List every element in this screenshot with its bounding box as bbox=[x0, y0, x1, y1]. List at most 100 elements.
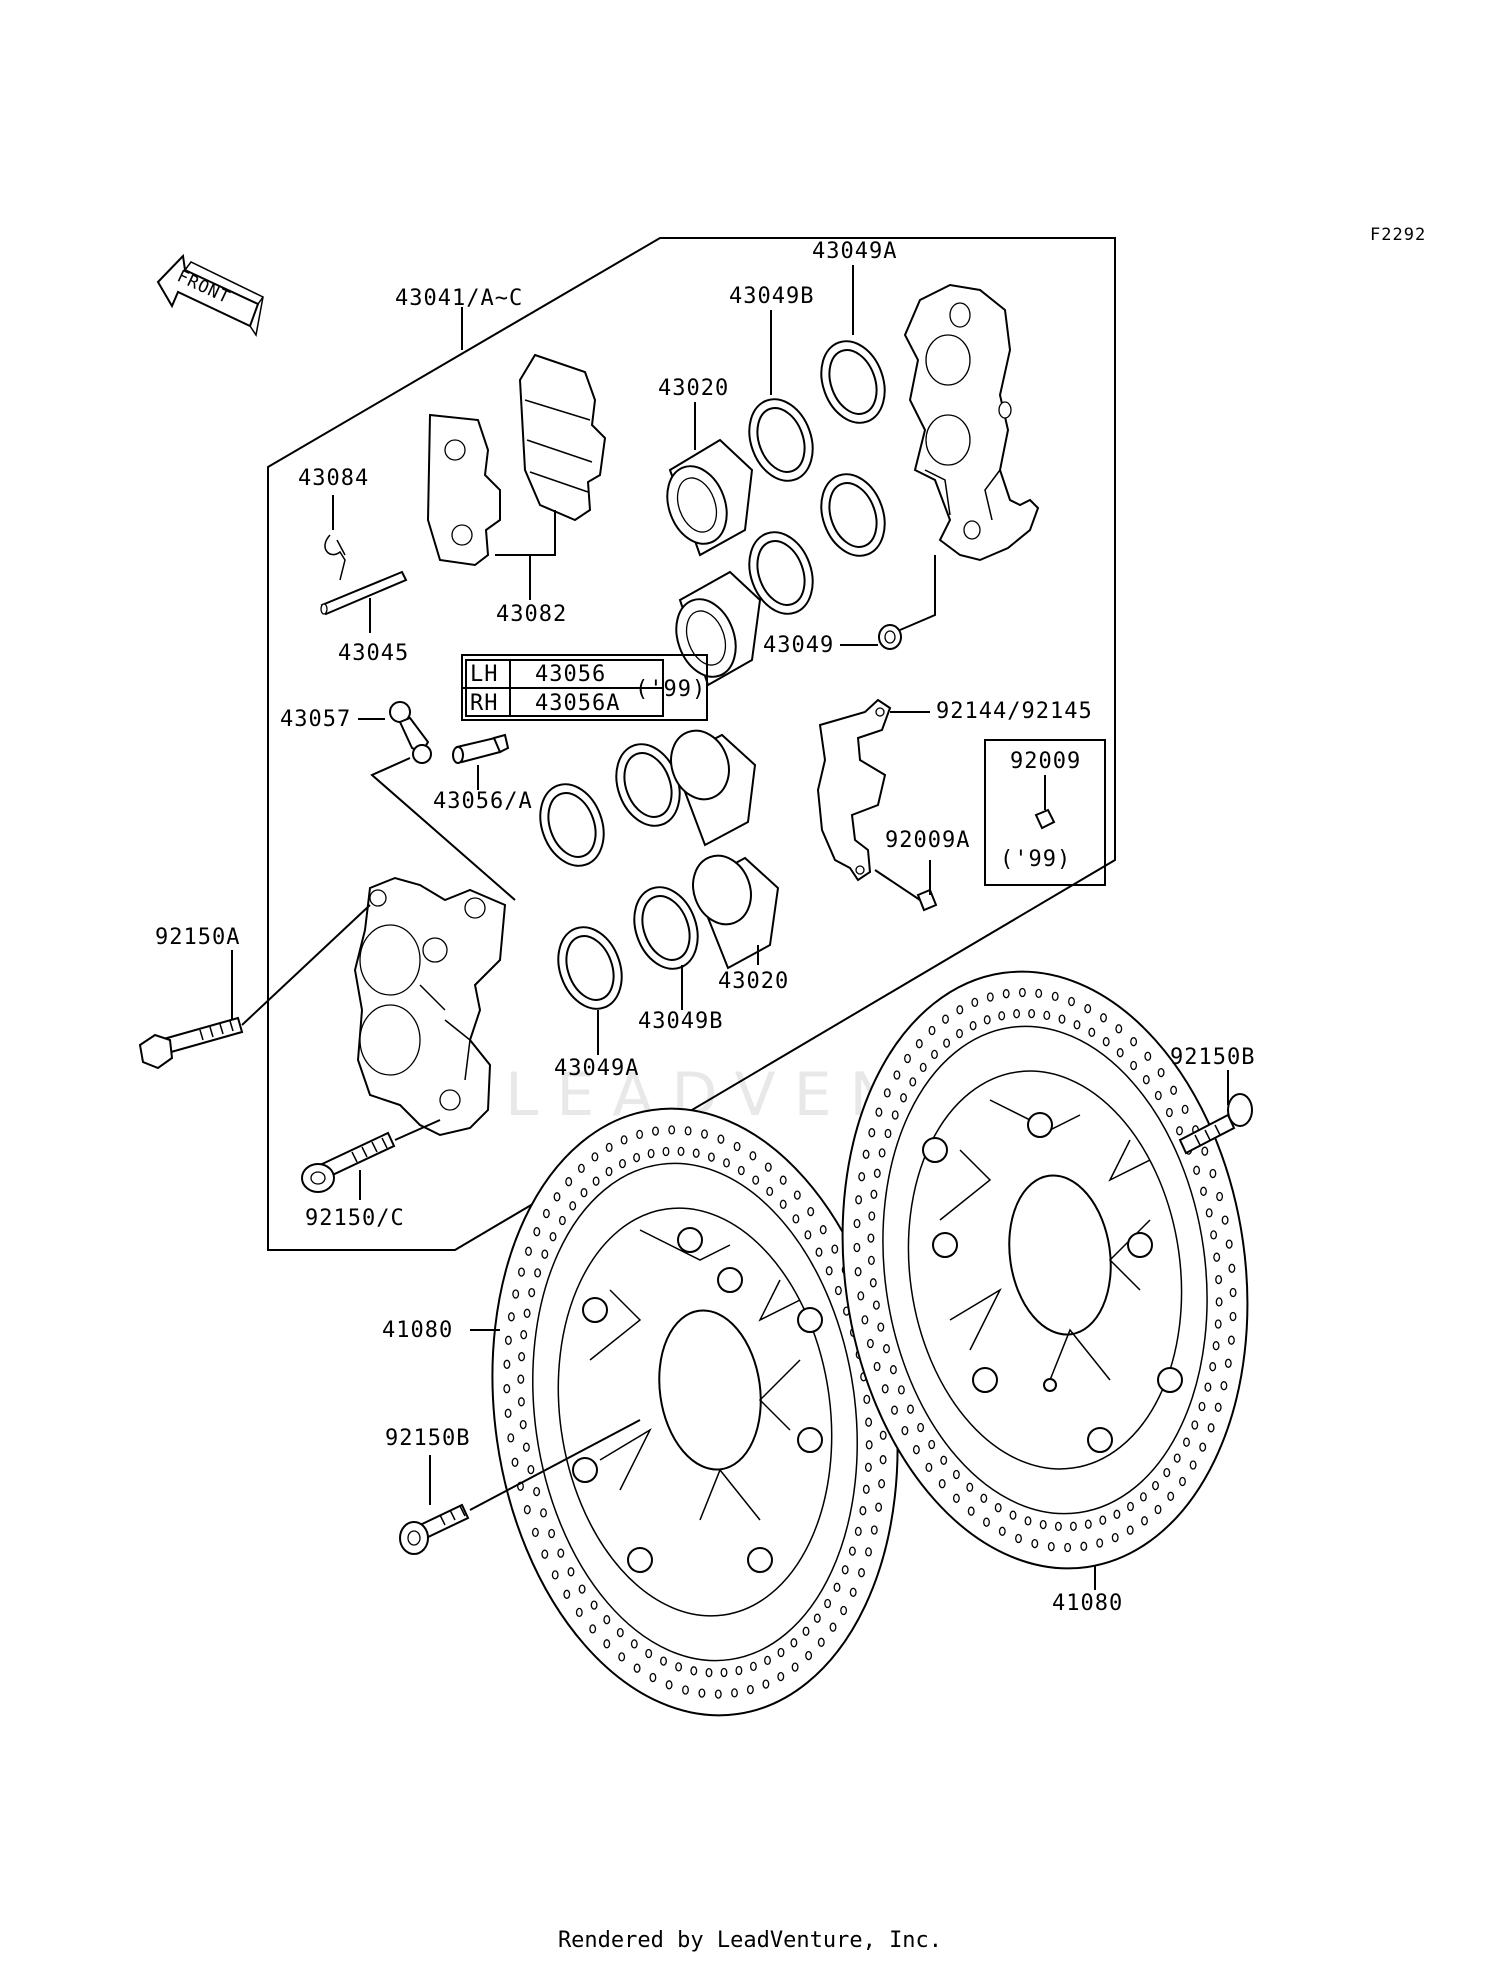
drill-hole bbox=[1221, 1215, 1229, 1225]
drill-hole bbox=[618, 1652, 626, 1662]
drill-hole bbox=[1031, 1538, 1039, 1549]
drill-hole bbox=[592, 1176, 600, 1186]
drill-hole bbox=[824, 1598, 832, 1609]
drill-hole bbox=[1215, 1297, 1223, 1307]
drill-hole bbox=[698, 1688, 706, 1698]
drill-hole bbox=[777, 1671, 785, 1682]
drill-hole bbox=[1002, 989, 1010, 999]
brake-pads bbox=[426, 353, 607, 567]
drill-hole bbox=[875, 1107, 883, 1117]
drill-hole bbox=[551, 1570, 559, 1580]
drill-hole bbox=[841, 1565, 849, 1575]
drill-hole bbox=[525, 1246, 532, 1256]
drill-hole bbox=[912, 1445, 920, 1455]
bolt-92150b-left-icon bbox=[399, 1503, 470, 1555]
drill-hole bbox=[909, 1077, 917, 1087]
drill-hole bbox=[512, 1289, 520, 1299]
drill-hole bbox=[1212, 1341, 1220, 1351]
drill-hole bbox=[580, 1188, 588, 1198]
drill-hole bbox=[1229, 1311, 1237, 1322]
label-43049b-bottom: 43049B bbox=[638, 1009, 723, 1034]
drill-hole bbox=[603, 1639, 611, 1649]
drill-hole bbox=[1183, 1437, 1190, 1447]
seals-top bbox=[748, 340, 886, 615]
drill-hole bbox=[1229, 1287, 1237, 1298]
drill-hole bbox=[619, 1158, 626, 1169]
drill-hole bbox=[840, 1605, 848, 1616]
drill-hole bbox=[1213, 1252, 1221, 1262]
drill-hole bbox=[660, 1656, 667, 1666]
drill-hole bbox=[1088, 1027, 1096, 1037]
drill-hole bbox=[1144, 1051, 1152, 1061]
drill-hole bbox=[983, 1015, 991, 1025]
drill-hole bbox=[1068, 996, 1075, 1007]
drill-hole bbox=[819, 1225, 827, 1235]
drill-hole bbox=[682, 1685, 689, 1695]
drill-hole bbox=[854, 1526, 862, 1537]
drill-hole bbox=[731, 1688, 738, 1698]
label-43020-top: 43020 bbox=[658, 376, 729, 401]
drill-hole bbox=[777, 1647, 785, 1658]
drill-hole bbox=[558, 1215, 566, 1226]
label-92150a: 92150A bbox=[155, 925, 240, 950]
drill-hole bbox=[1054, 1521, 1062, 1532]
drill-hole bbox=[553, 1192, 561, 1202]
drill-hole bbox=[766, 1186, 774, 1197]
drill-hole bbox=[829, 1622, 837, 1632]
drill-hole bbox=[881, 1384, 889, 1394]
drill-hole bbox=[649, 1672, 657, 1683]
drill-hole bbox=[805, 1650, 813, 1661]
pad-pin-icon bbox=[320, 570, 408, 616]
drill-hole bbox=[873, 1361, 881, 1372]
drill-hole bbox=[891, 1110, 899, 1120]
drill-hole bbox=[1080, 1541, 1088, 1551]
drill-hole bbox=[1142, 1075, 1150, 1085]
drill-hole bbox=[541, 1249, 549, 1259]
drill-hole bbox=[589, 1624, 597, 1634]
drill-hole bbox=[869, 1278, 877, 1288]
drill-hole bbox=[983, 1517, 990, 1527]
drill-hole bbox=[534, 1268, 542, 1278]
drill-hole bbox=[1220, 1381, 1228, 1391]
drill-hole bbox=[942, 1014, 949, 1024]
drill-hole bbox=[518, 1267, 525, 1277]
front-arrow-icon: FRONT bbox=[156, 253, 265, 337]
label-92150b-right: 92150B bbox=[1170, 1045, 1255, 1070]
drill-hole bbox=[897, 1385, 905, 1395]
drill-hole bbox=[1167, 1491, 1175, 1501]
drill-hole bbox=[873, 1168, 881, 1178]
drill-hole bbox=[677, 1146, 685, 1157]
drill-hole bbox=[928, 1439, 936, 1450]
drill-hole bbox=[848, 1546, 856, 1556]
drill-hole bbox=[966, 1482, 974, 1492]
drill-hole bbox=[723, 1158, 730, 1168]
drill-hole bbox=[1191, 1420, 1199, 1430]
drill-hole bbox=[1009, 1510, 1017, 1520]
bolt-92009a-icon bbox=[916, 888, 938, 912]
caliper-half-left bbox=[353, 876, 507, 1137]
drill-hole bbox=[986, 992, 994, 1002]
drill-hole bbox=[1039, 1519, 1047, 1530]
drill-hole bbox=[825, 1266, 833, 1276]
drill-hole bbox=[662, 1146, 670, 1157]
drill-hole bbox=[1200, 1186, 1207, 1196]
drill-hole bbox=[998, 1526, 1006, 1536]
drill-hole bbox=[917, 1422, 925, 1433]
bolt-92009-icon bbox=[1034, 808, 1056, 830]
drill-hole bbox=[567, 1567, 575, 1577]
drill-hole bbox=[1181, 1104, 1189, 1115]
drill-hole bbox=[969, 1021, 977, 1031]
drill-hole bbox=[603, 1615, 611, 1625]
drill-hole bbox=[1069, 1521, 1077, 1531]
drill-hole bbox=[504, 1408, 512, 1418]
drill-hole bbox=[749, 1661, 757, 1672]
drill-hole bbox=[620, 1135, 628, 1145]
drill-hole bbox=[862, 1149, 870, 1159]
label-43049b-top: 43049B bbox=[729, 284, 814, 309]
drill-hole bbox=[1130, 1060, 1138, 1071]
drill-hole bbox=[817, 1637, 825, 1647]
drill-hole bbox=[1154, 1504, 1162, 1515]
label-43057: 43057 bbox=[280, 707, 351, 732]
bolt-92150c-icon bbox=[301, 1131, 396, 1193]
